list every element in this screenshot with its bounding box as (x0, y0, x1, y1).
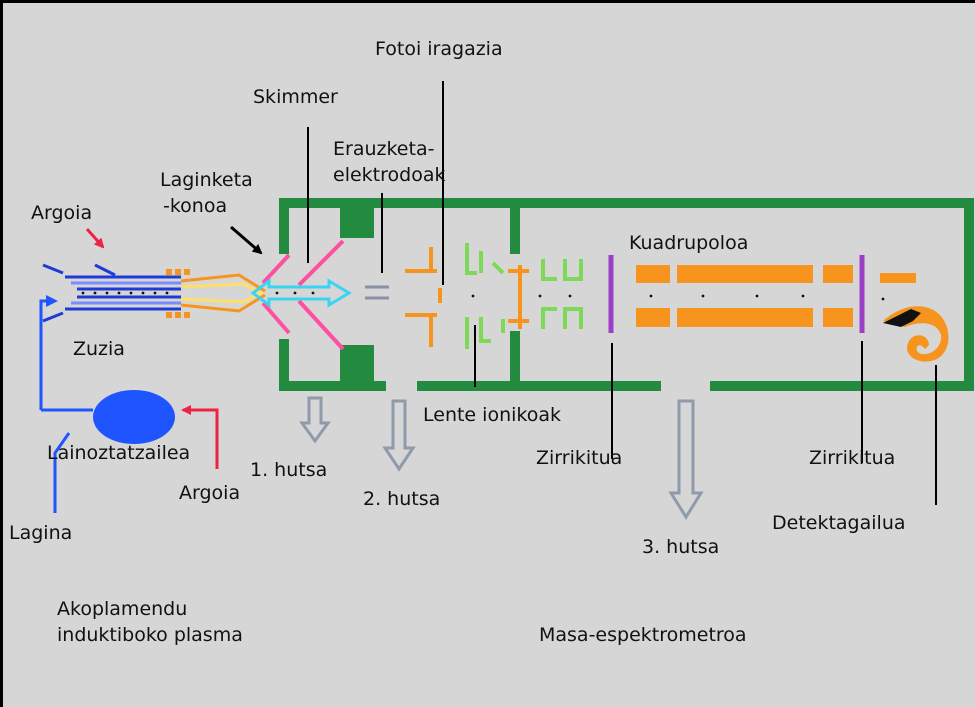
photon-beam (250, 278, 352, 308)
label-elektrodoak: elektrodoak (333, 164, 446, 186)
label-lente-ionikoak: Lente ionikoak (423, 404, 561, 426)
label-zuzia: Zuzia (73, 338, 125, 360)
nebulizer (93, 390, 175, 444)
label-laginketa: Laginketa (160, 169, 253, 191)
label-masa-espektrometroa: Masa-espektrometroa (539, 624, 747, 646)
label-konoa: -konoa (163, 195, 228, 217)
slits (608, 255, 865, 333)
label-zirrikitua-1: Zirrikitua (536, 447, 623, 469)
vacuum-arrows (299, 396, 704, 520)
label-erauzketa: Erauzketa- (333, 138, 435, 160)
torch (42, 263, 181, 323)
ion-lenses (465, 243, 583, 349)
label-fotoi-iragazia: Fotoi iragazia (375, 38, 503, 60)
argon-arrow-top (85, 228, 105, 249)
beam-dots (275, 291, 315, 295)
detector (880, 273, 949, 362)
label-lagina: Lagina (9, 522, 73, 544)
label-argoia-bottom: Argoia (179, 482, 241, 504)
argon-arrow-bottom (181, 405, 219, 469)
label-detektagailua: Detektagailua (772, 512, 906, 534)
label-kuadrupoloa: Kuadrupoloa (629, 232, 749, 254)
skimmer-cone (297, 239, 345, 351)
ion-optics (405, 247, 442, 347)
diagram-artwork (39, 81, 974, 520)
lens-orange (508, 265, 529, 329)
torch-dots (81, 291, 169, 295)
label-induktiboko-plasma: induktiboko plasma (57, 624, 243, 646)
label-hutsa-3: 3. hutsa (642, 536, 720, 558)
sampling-cone (261, 253, 291, 335)
extraction-electrodes (365, 285, 389, 300)
label-akoplamendu: Akoplamendu (57, 598, 188, 620)
label-hutsa-1: 1. hutsa (250, 459, 328, 481)
rod-dots (471, 294, 885, 301)
pointer-lines (230, 81, 937, 505)
sample-line (39, 295, 93, 513)
quadrupole-rods (636, 265, 853, 327)
label-lainoztatzailea: Lainoztatzailea (47, 442, 191, 464)
label-argoia-top: Argoia (31, 202, 93, 224)
label-skimmer: Skimmer (253, 86, 338, 108)
vacuum-chamber (279, 198, 974, 391)
plasma (180, 273, 266, 313)
label-zirrikitua-2: Zirrikitua (809, 447, 896, 469)
label-hutsa-2: 2. hutsa (363, 488, 441, 510)
load-coil (166, 269, 190, 318)
